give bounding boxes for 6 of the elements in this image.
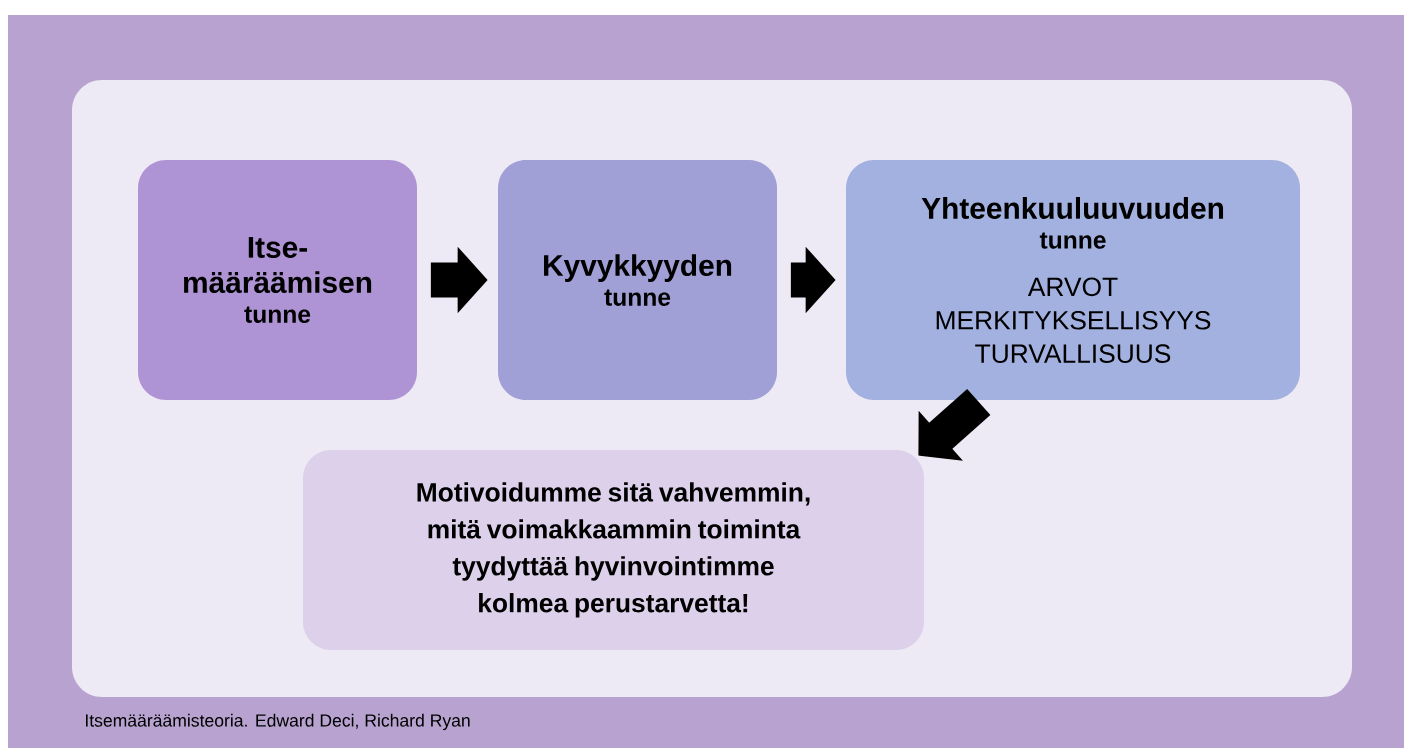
process-box: Kyvykkyyden tunne [498,160,777,400]
arrow [918,388,991,461]
process-box: Motivoidumme sitä vahvemmin, mitä voimakkaammin toiminta tyydyttää hyvinvointimme kolmea perustarvetta! [303,450,924,650]
process-box: Itse- määräämisen tunne [138,160,417,400]
process-box: Yhteenkuuluuvuuden tunne ARVOT MERKITYKSELLISYYS TURVALLISUUS [846,160,1300,400]
caption: Itsemääräämisteoria. Edward Deci, Richard Ryan [86,713,470,731]
